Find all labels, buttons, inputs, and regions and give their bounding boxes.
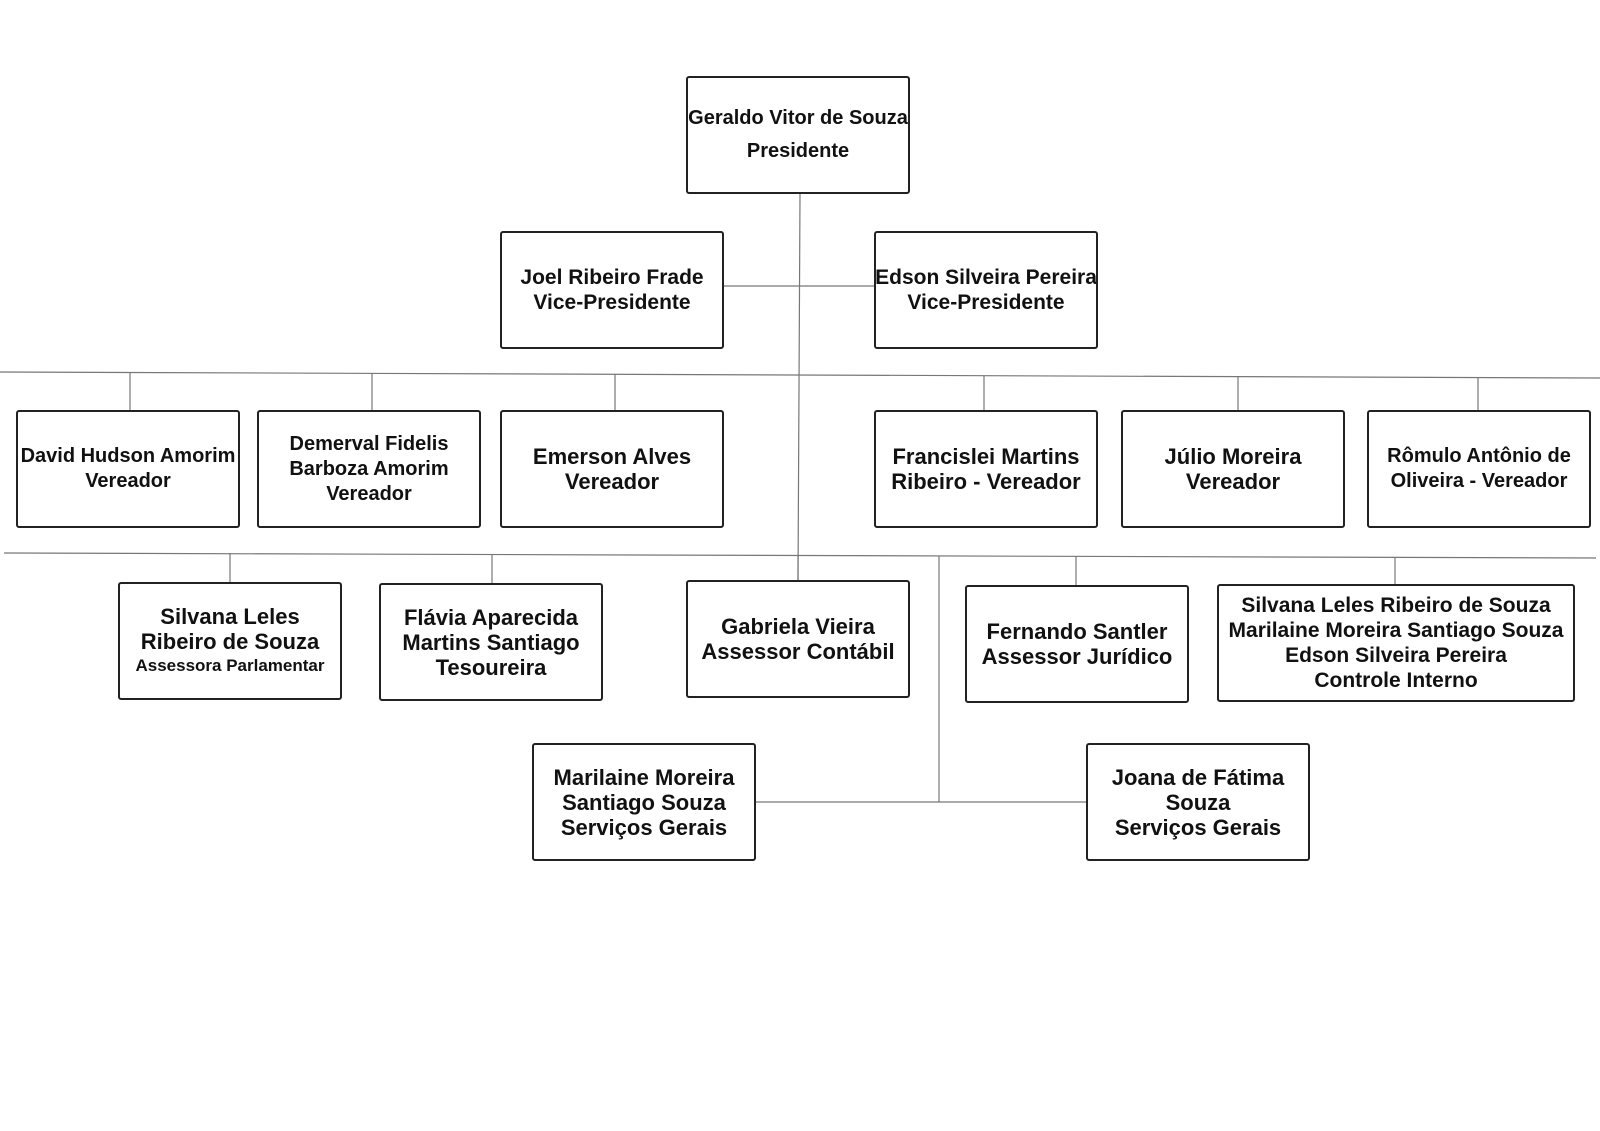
internal-control-box: Silvana Leles Ribeiro de Souza Marilaine… [1217, 584, 1575, 702]
staff-role: Assessor Contábil [701, 639, 895, 664]
councilor-bus-line [0, 371, 1600, 379]
councilor-box: Demerval Fidelis Barboza Amorim Vereador [257, 410, 481, 528]
staff-role: Tesoureira [435, 654, 547, 680]
vice-president-role: Vice-Presidente [533, 291, 691, 314]
president-name: Geraldo Vitor de Souza [688, 107, 908, 129]
councilor-box: Emerson Alves Vereador [500, 410, 724, 528]
councilor-box: Júlio Moreira Vereador [1121, 410, 1345, 528]
councilor-role: Vereador [564, 469, 660, 494]
staff-role: Assessora Parlamentar [135, 656, 325, 675]
staff-bus-line [3, 552, 1597, 559]
councilor-name: Francislei Martins [892, 444, 1080, 469]
staff-box: Flávia Aparecida Martins Santiago Tesour… [379, 583, 603, 701]
services-box: Marilaine Moreira Santiago Souza Serviço… [532, 743, 756, 861]
councilor-name: Barboza Amorim [289, 457, 449, 480]
staff-box: Gabriela Vieira Assessor Contábil [686, 580, 910, 698]
councilor-name: David Hudson Amorim [20, 445, 236, 467]
president-role: Presidente [746, 140, 850, 162]
councilor-box: Francislei Martins Ribeiro - Vereador [874, 410, 1098, 528]
staff-role: Controle Interno [1314, 669, 1478, 692]
vice-president-name: Edson Silveira Pereira [875, 266, 1097, 289]
staff-role: Assessor Jurídico [981, 644, 1173, 669]
vice-president-role: Vice-Presidente [907, 291, 1065, 314]
councilor-role: Ribeiro - Vereador [891, 469, 1081, 494]
services-role: Serviços Gerais [560, 814, 728, 840]
staff-name: Marilaine Moreira Santiago Souza [1228, 619, 1564, 642]
staff-name: Fernando Santler [986, 619, 1168, 644]
councilor-role: Vereador [1185, 469, 1281, 494]
councilor-box: David Hudson Amorim Vereador [16, 410, 240, 528]
vice-president-box: Edson Silveira Pereira Vice-Presidente [874, 231, 1098, 349]
services-name: Joana de Fátima [1111, 764, 1285, 790]
services-name: Santiago Souza [562, 789, 726, 815]
staff-name: Flávia Aparecida [403, 604, 579, 630]
councilor-role: Vereador [326, 482, 412, 505]
councilor-box: Rômulo Antônio de Oliveira - Vereador [1367, 410, 1591, 528]
vice-president-box: Joel Ribeiro Frade Vice-Presidente [500, 231, 724, 349]
councilor-name: Júlio Moreira [1164, 444, 1302, 469]
staff-name: Silvana Leles [160, 604, 300, 629]
vice-president-name: Joel Ribeiro Frade [520, 266, 704, 289]
services-name: Souza [1165, 789, 1231, 815]
staff-box: Silvana Leles Ribeiro de Souza Assessora… [118, 582, 342, 700]
services-role: Serviços Gerais [1114, 814, 1282, 840]
councilor-name: Emerson Alves [532, 444, 692, 469]
staff-box: Fernando Santler Assessor Jurídico [965, 585, 1189, 703]
staff-name: Martins Santiago [402, 629, 580, 655]
president-box: Geraldo Vitor de Souza Presidente [686, 76, 910, 194]
councilor-name: Rômulo Antônio de [1387, 445, 1571, 467]
services-box: Joana de Fátima Souza Serviços Gerais [1086, 743, 1310, 861]
staff-name: Silvana Leles Ribeiro de Souza [1241, 594, 1551, 617]
councilor-name: Demerval Fidelis [289, 432, 449, 455]
staff-name: Gabriela Vieira [721, 614, 875, 639]
staff-name: Edson Silveira Pereira [1285, 644, 1507, 667]
councilor-role: Oliveira - Vereador [1390, 470, 1568, 492]
councilor-role: Vereador [85, 470, 171, 492]
services-name: Marilaine Moreira [553, 764, 735, 790]
trunk-line [797, 193, 801, 581]
staff-name: Ribeiro de Souza [140, 629, 320, 654]
